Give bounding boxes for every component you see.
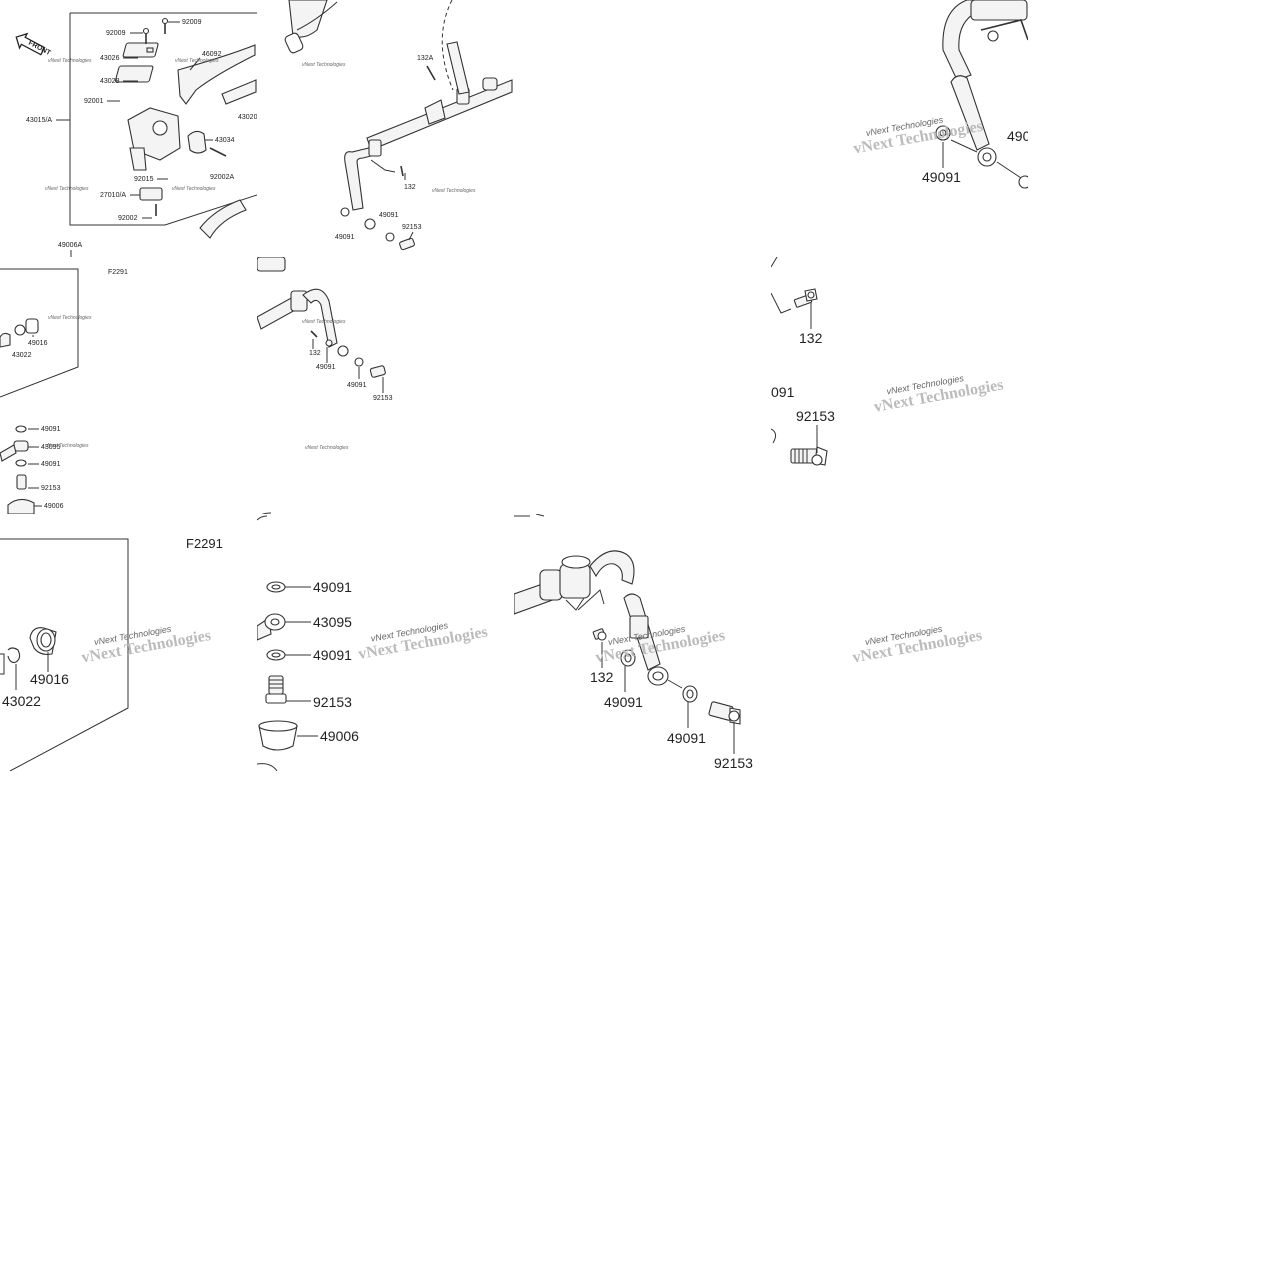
label-46092: 46092	[202, 51, 222, 58]
hardware-stack-drawing: F2291 49016 43022 49091 43095 49091 9215…	[0, 268, 128, 514]
label-92015: 92015	[134, 176, 154, 183]
bolt-zoom-drawing: 132 091 92153 vNext Technologies vNext T…	[771, 257, 1005, 466]
hose-joint-zoom-drawing: 49091 49091 vNext Technologies vNext Tec…	[852, 0, 1028, 189]
label-92002a: 92002A	[210, 174, 234, 181]
label-132a: 132A	[417, 55, 434, 62]
diagram-tile-hose-joint-zoom: 49091 49091 vNext Technologies vNext Tec…	[771, 0, 1028, 257]
label-49091-small-a: 49091	[316, 364, 336, 371]
diagram-tile-lower-joint: 132 49091 49091 92153 vNext Technologies…	[257, 257, 514, 514]
label-49091-zoom-b: 49091	[1007, 128, 1028, 144]
label-132-zoom: 132	[799, 330, 823, 346]
label-43020: 43020	[238, 114, 257, 121]
label-132: 132	[404, 184, 416, 191]
diagram-tile-stack-zoom: 49091 43095 49091 92153 49006 vNext Tech…	[257, 514, 514, 771]
watermark-5: vNext Technologies	[302, 62, 346, 68]
watermark-4: vNext Technologies	[172, 186, 216, 192]
watermark-1: vNext Technologies	[48, 58, 92, 64]
label-92001: 92001	[84, 98, 104, 105]
label-92002: 92002	[118, 215, 138, 222]
label-49091-zoom-a: 49091	[922, 169, 961, 185]
hose-routing-drawing: 132A 132 49091 49091 92153 vNext Technol…	[284, 0, 513, 251]
diagram-tile-bolt-zoom: 132 091 92153 vNext Technologies vNext T…	[771, 257, 1028, 514]
label-49091-stack-b: 49091	[41, 461, 61, 468]
label-27010-a: 27010/A	[100, 192, 126, 199]
lower-joint-zoom-drawing: 132 49091 49091 92153 vNext Technologies…	[514, 514, 753, 771]
label-49091-stack-a: 49091	[41, 426, 61, 433]
diagram-tile-empty: vNext Technologies vNext Technologies	[771, 514, 1028, 771]
label-43095-zoom: 43095	[313, 614, 352, 630]
label-49091-zoom-e: 49091	[604, 694, 643, 710]
label-43034: 43034	[215, 137, 235, 144]
label-92153-zoom: 92153	[796, 408, 835, 424]
diagram-tile-hardware-stack: F2291 49016 43022 49091 43095 49091 9215…	[0, 257, 257, 514]
lower-joint-drawing: 132 49091 49091 92153 vNext Technologies…	[257, 257, 393, 514]
label-92153-small: 92153	[41, 485, 61, 492]
front-arrow-icon	[15, 32, 46, 56]
label-49091-b: 49091	[379, 212, 399, 219]
label-43026: 43026	[100, 55, 120, 62]
label-43095-small: 43095	[41, 444, 61, 451]
label-49091-small-b: 49091	[347, 382, 367, 389]
label-132-zoom-b: 132	[590, 669, 614, 685]
figure-code-small: F2291	[108, 269, 128, 276]
diagram-tile-boot-zoom: F2291 49016 43022 vNext Technologies vNe…	[0, 514, 257, 771]
label-92153-small-2: 92153	[373, 395, 393, 402]
label-49006a: 49006A	[58, 242, 82, 249]
label-49091-zoom-f: 49091	[667, 730, 706, 746]
figure-code-zoom: F2291	[186, 536, 223, 551]
diagram-tile-master-cylinder: FRONT 92009 92009 43026	[0, 0, 257, 257]
label-132-small: 132	[309, 350, 321, 357]
watermark-10: vNext Technologies	[302, 319, 346, 325]
watermark-11: vNext Technologies	[305, 445, 349, 451]
label-43022-zoom: 43022	[2, 693, 41, 709]
empty-tile-drawing: vNext Technologies vNext Technologies	[851, 624, 983, 667]
label-43015-a: 43015/A	[26, 117, 52, 124]
label-92153-zoom-c: 92153	[714, 755, 753, 771]
boot-zoom-drawing: F2291 49016 43022 vNext Technologies vNe…	[0, 536, 223, 771]
label-43022-small: 43022	[12, 352, 32, 359]
label-49006-small: 49006	[44, 503, 64, 510]
label-49091-zoom-d: 49091	[313, 647, 352, 663]
label-49091-a: 49091	[335, 234, 355, 241]
watermark-3: vNext Technologies	[45, 186, 89, 192]
label-49091-zoom-c: 49091	[313, 579, 352, 595]
diagram-tile-lower-joint-zoom: 132 49091 49091 92153 vNext Technologies…	[514, 514, 771, 771]
label-92153-zoom-b: 92153	[313, 694, 352, 710]
watermark-2: vNext Technologies	[175, 58, 219, 64]
label-92009-a: 92009	[106, 30, 126, 37]
watermark-8: vNext Technologies	[48, 315, 92, 321]
diagram-tile-hose-routing: 132A 132 49091 49091 92153 vNext Technol…	[257, 0, 514, 257]
label-43028: 43028	[100, 78, 120, 85]
stack-zoom-drawing: 49091 43095 49091 92153 49006 vNext Tech…	[257, 515, 489, 771]
label-49016-zoom: 49016	[30, 671, 69, 687]
master-cylinder-drawing: FRONT 92009 92009 43026	[15, 12, 257, 257]
watermark-6: vNext Technologies	[432, 188, 476, 194]
label-49016-small: 49016	[28, 340, 48, 347]
label-92153: 92153	[402, 224, 422, 231]
label-091-zoom: 091	[771, 384, 795, 400]
label-49006-zoom: 49006	[320, 728, 359, 744]
label-92009-b: 92009	[182, 19, 202, 26]
watermark-9: vNext Technologies	[45, 443, 89, 449]
